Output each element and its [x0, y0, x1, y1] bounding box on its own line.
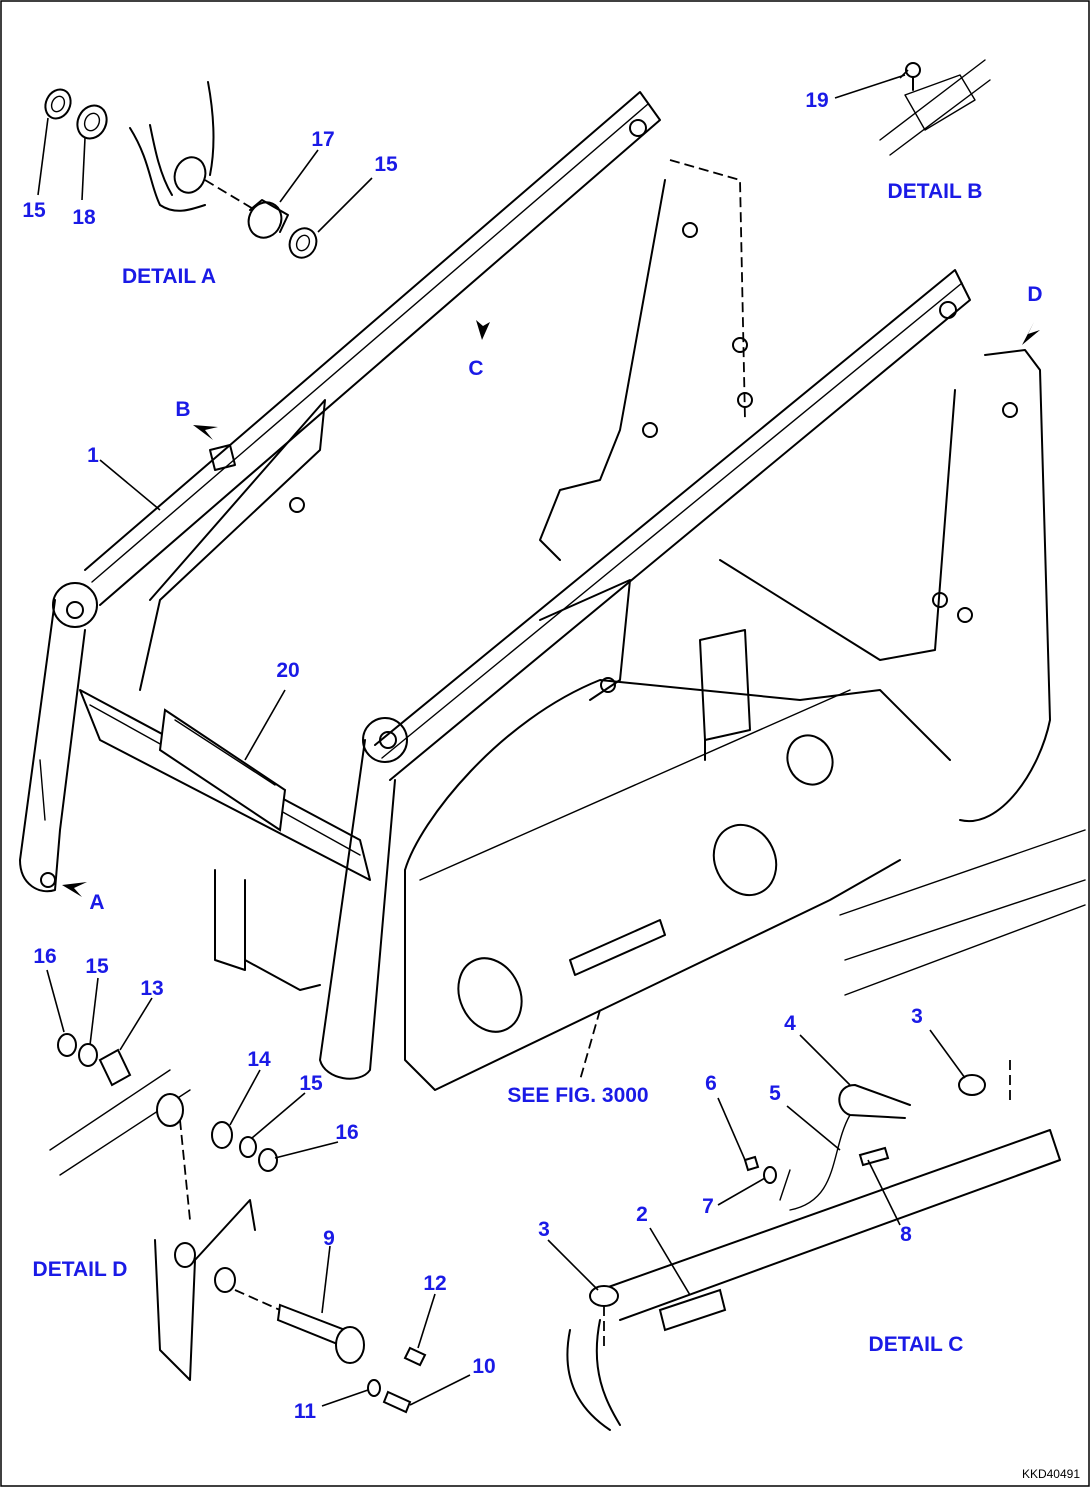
- left-lift-arm: [19, 91, 661, 991]
- view-arrows: [62, 320, 1040, 1081]
- callout-7: 7: [702, 1195, 714, 1218]
- view-label-a: A: [89, 891, 104, 914]
- view-label-c: C: [468, 357, 483, 380]
- callout-15: 15: [22, 199, 46, 222]
- callout-13: 13: [140, 977, 163, 1000]
- drawing-code: KKD40491: [1022, 1467, 1080, 1481]
- callout-1: 1: [87, 444, 99, 467]
- callout-2: 2: [636, 1203, 648, 1226]
- callout-15: 15: [299, 1072, 323, 1095]
- callout-16: 16: [335, 1121, 358, 1144]
- callout-10: 10: [472, 1355, 495, 1378]
- detail-b-caption: DETAIL B: [888, 180, 983, 203]
- view-label-d: D: [1027, 283, 1042, 306]
- detail-d-caption: DETAIL D: [33, 1258, 128, 1281]
- callout-3: 3: [538, 1218, 550, 1241]
- callout-8: 8: [900, 1223, 912, 1246]
- see-fig-reference: SEE FIG. 3000: [507, 1084, 648, 1107]
- callout-4: 4: [784, 1012, 796, 1035]
- arrow-d: [1022, 322, 1040, 345]
- detail-c-caption: DETAIL C: [869, 1333, 964, 1356]
- callout-15: 15: [374, 153, 398, 176]
- callout-14: 14: [247, 1048, 271, 1071]
- callout-15: 15: [85, 955, 109, 978]
- right-lift-arm: [319, 269, 971, 1080]
- arrow-b: [193, 425, 218, 440]
- callout-labels: 15 18 17 15 19 DETAIL A DETAIL B DETAIL …: [22, 89, 1080, 1481]
- view-label-b: B: [175, 398, 190, 421]
- callout-6: 6: [705, 1072, 717, 1095]
- callout-19: 19: [805, 89, 828, 112]
- callout-12: 12: [423, 1272, 446, 1295]
- detail-c-drawing: [547, 829, 1086, 1431]
- rear-uprights: [404, 159, 1051, 1091]
- detail-d-drawing: [46, 969, 471, 1414]
- callout-20: 20: [276, 659, 299, 682]
- callout-18: 18: [72, 206, 96, 229]
- callout-9: 9: [323, 1227, 335, 1250]
- main-leaders: [99, 69, 909, 761]
- arrow-c: [476, 320, 490, 340]
- detail-a-caption: DETAIL A: [122, 265, 216, 288]
- arrow-a: [62, 882, 87, 897]
- detail-a-drawing: [37, 81, 373, 259]
- detail-b-drawing: [834, 59, 991, 156]
- callout-11: 11: [294, 1400, 317, 1423]
- callout-3: 3: [911, 1005, 923, 1028]
- callout-16: 16: [33, 945, 56, 968]
- callout-17: 17: [311, 128, 334, 151]
- callout-5: 5: [769, 1082, 781, 1105]
